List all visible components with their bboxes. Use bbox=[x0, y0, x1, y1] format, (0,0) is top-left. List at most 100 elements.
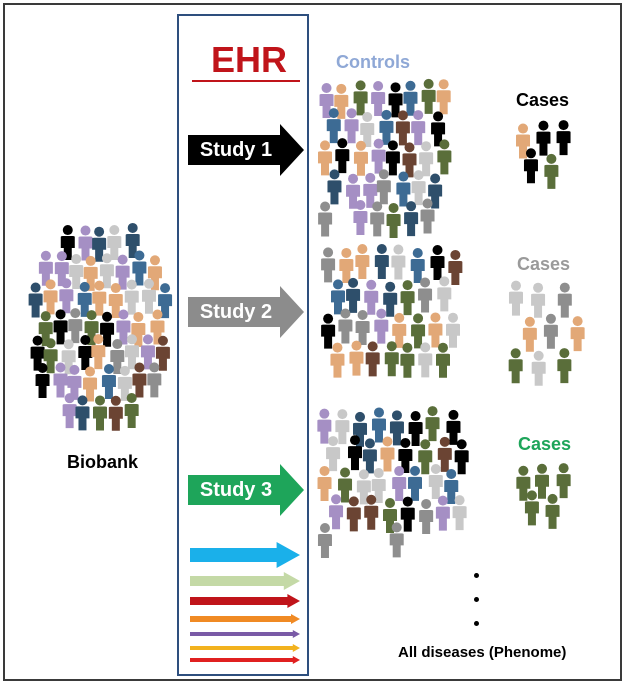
person-icon bbox=[362, 438, 377, 474]
person-icon bbox=[411, 110, 426, 146]
person-icon bbox=[69, 254, 84, 290]
person-icon bbox=[404, 201, 419, 237]
study-arrow-thin bbox=[190, 572, 300, 590]
study-arrow-thin bbox=[190, 542, 300, 568]
person-icon bbox=[421, 78, 436, 114]
person-icon bbox=[425, 406, 440, 442]
person-icon bbox=[543, 313, 558, 349]
study-arrow-thin-shape bbox=[190, 644, 300, 652]
phenome-label: All diseases (Phenome) bbox=[398, 644, 567, 661]
person-icon bbox=[77, 281, 92, 317]
person-icon bbox=[75, 395, 90, 431]
ehr-column bbox=[177, 14, 309, 676]
person-icon bbox=[355, 244, 370, 280]
person-icon bbox=[419, 498, 434, 534]
study-3-arrow: Study 3 bbox=[188, 464, 306, 516]
study-1-arrow-shape bbox=[188, 124, 304, 176]
person-icon bbox=[454, 439, 469, 475]
study-arrow-thin bbox=[190, 630, 300, 638]
person-icon bbox=[83, 366, 98, 402]
person-icon bbox=[388, 82, 403, 118]
person-icon bbox=[92, 226, 107, 262]
person-icon bbox=[419, 141, 434, 177]
person-icon bbox=[516, 465, 531, 501]
person-icon bbox=[508, 280, 523, 316]
person-icon bbox=[339, 247, 354, 283]
study-1-cases-crowd bbox=[512, 118, 574, 210]
person-icon bbox=[396, 171, 411, 207]
person-icon bbox=[556, 463, 571, 499]
person-icon bbox=[62, 393, 77, 429]
person-icon bbox=[115, 254, 130, 290]
person-icon bbox=[353, 80, 368, 116]
person-icon bbox=[92, 395, 107, 431]
person-icon bbox=[353, 200, 368, 236]
person-icon bbox=[418, 342, 433, 378]
person-icon bbox=[28, 282, 43, 318]
person-icon bbox=[329, 494, 344, 530]
person-icon bbox=[379, 109, 394, 145]
person-icon bbox=[364, 494, 379, 530]
study-2-arrow-shape bbox=[188, 286, 304, 338]
person-icon bbox=[428, 464, 443, 500]
biobank-crowd bbox=[26, 222, 176, 432]
study-3-cases-crowd bbox=[512, 460, 578, 556]
figure-frame bbox=[3, 3, 622, 681]
person-icon bbox=[35, 362, 50, 398]
person-icon bbox=[402, 142, 417, 178]
person-icon bbox=[371, 138, 386, 174]
person-icon bbox=[91, 334, 106, 370]
person-icon bbox=[444, 468, 459, 504]
person-icon bbox=[428, 312, 443, 348]
study-2-controls-crowd bbox=[318, 244, 468, 384]
person-icon bbox=[389, 410, 404, 446]
person-icon bbox=[326, 436, 341, 472]
study-arrow-thin-shape bbox=[190, 656, 300, 664]
person-icon bbox=[374, 244, 389, 280]
person-icon bbox=[436, 342, 451, 378]
study-arrow-thin-shape bbox=[190, 614, 300, 624]
person-icon bbox=[448, 249, 463, 285]
person-icon bbox=[330, 342, 345, 378]
person-icon bbox=[544, 153, 559, 189]
person-icon bbox=[411, 170, 426, 206]
person-icon bbox=[400, 342, 415, 378]
study-1-label: Study 1 bbox=[199, 139, 273, 161]
person-icon bbox=[391, 244, 406, 280]
person-icon bbox=[92, 280, 107, 316]
person-icon bbox=[523, 148, 538, 184]
person-icon bbox=[418, 277, 433, 313]
person-icon bbox=[132, 250, 147, 286]
person-icon bbox=[43, 279, 58, 315]
person-icon bbox=[317, 465, 332, 501]
person-icon bbox=[107, 224, 122, 260]
study-arrow-thin bbox=[190, 656, 300, 664]
person-icon bbox=[53, 309, 68, 345]
study-3-controls-crowd bbox=[316, 406, 472, 558]
study-2-cases-label: Cases bbox=[517, 254, 571, 274]
person-icon bbox=[100, 311, 115, 347]
person-icon bbox=[141, 278, 156, 314]
person-icon bbox=[400, 496, 415, 532]
person-icon bbox=[326, 108, 341, 144]
person-icon bbox=[327, 169, 342, 205]
person-icon bbox=[556, 120, 571, 156]
person-icon bbox=[349, 340, 364, 376]
study-arrow-thin-shape bbox=[190, 594, 300, 608]
person-icon bbox=[385, 140, 400, 176]
person-icon bbox=[570, 316, 585, 352]
person-icon bbox=[392, 466, 407, 502]
ehr-title-underline bbox=[192, 80, 300, 82]
person-icon bbox=[545, 493, 560, 529]
study-arrow-thin-shape bbox=[190, 542, 300, 568]
person-icon bbox=[452, 495, 467, 531]
person-icon bbox=[335, 138, 350, 174]
person-icon bbox=[101, 364, 116, 400]
person-icon bbox=[383, 281, 398, 317]
ellipsis-dot bbox=[474, 597, 479, 602]
person-icon bbox=[524, 490, 539, 526]
person-icon bbox=[374, 308, 389, 344]
person-icon bbox=[531, 282, 546, 318]
study-arrow-thin bbox=[190, 594, 300, 608]
person-icon bbox=[403, 80, 418, 116]
